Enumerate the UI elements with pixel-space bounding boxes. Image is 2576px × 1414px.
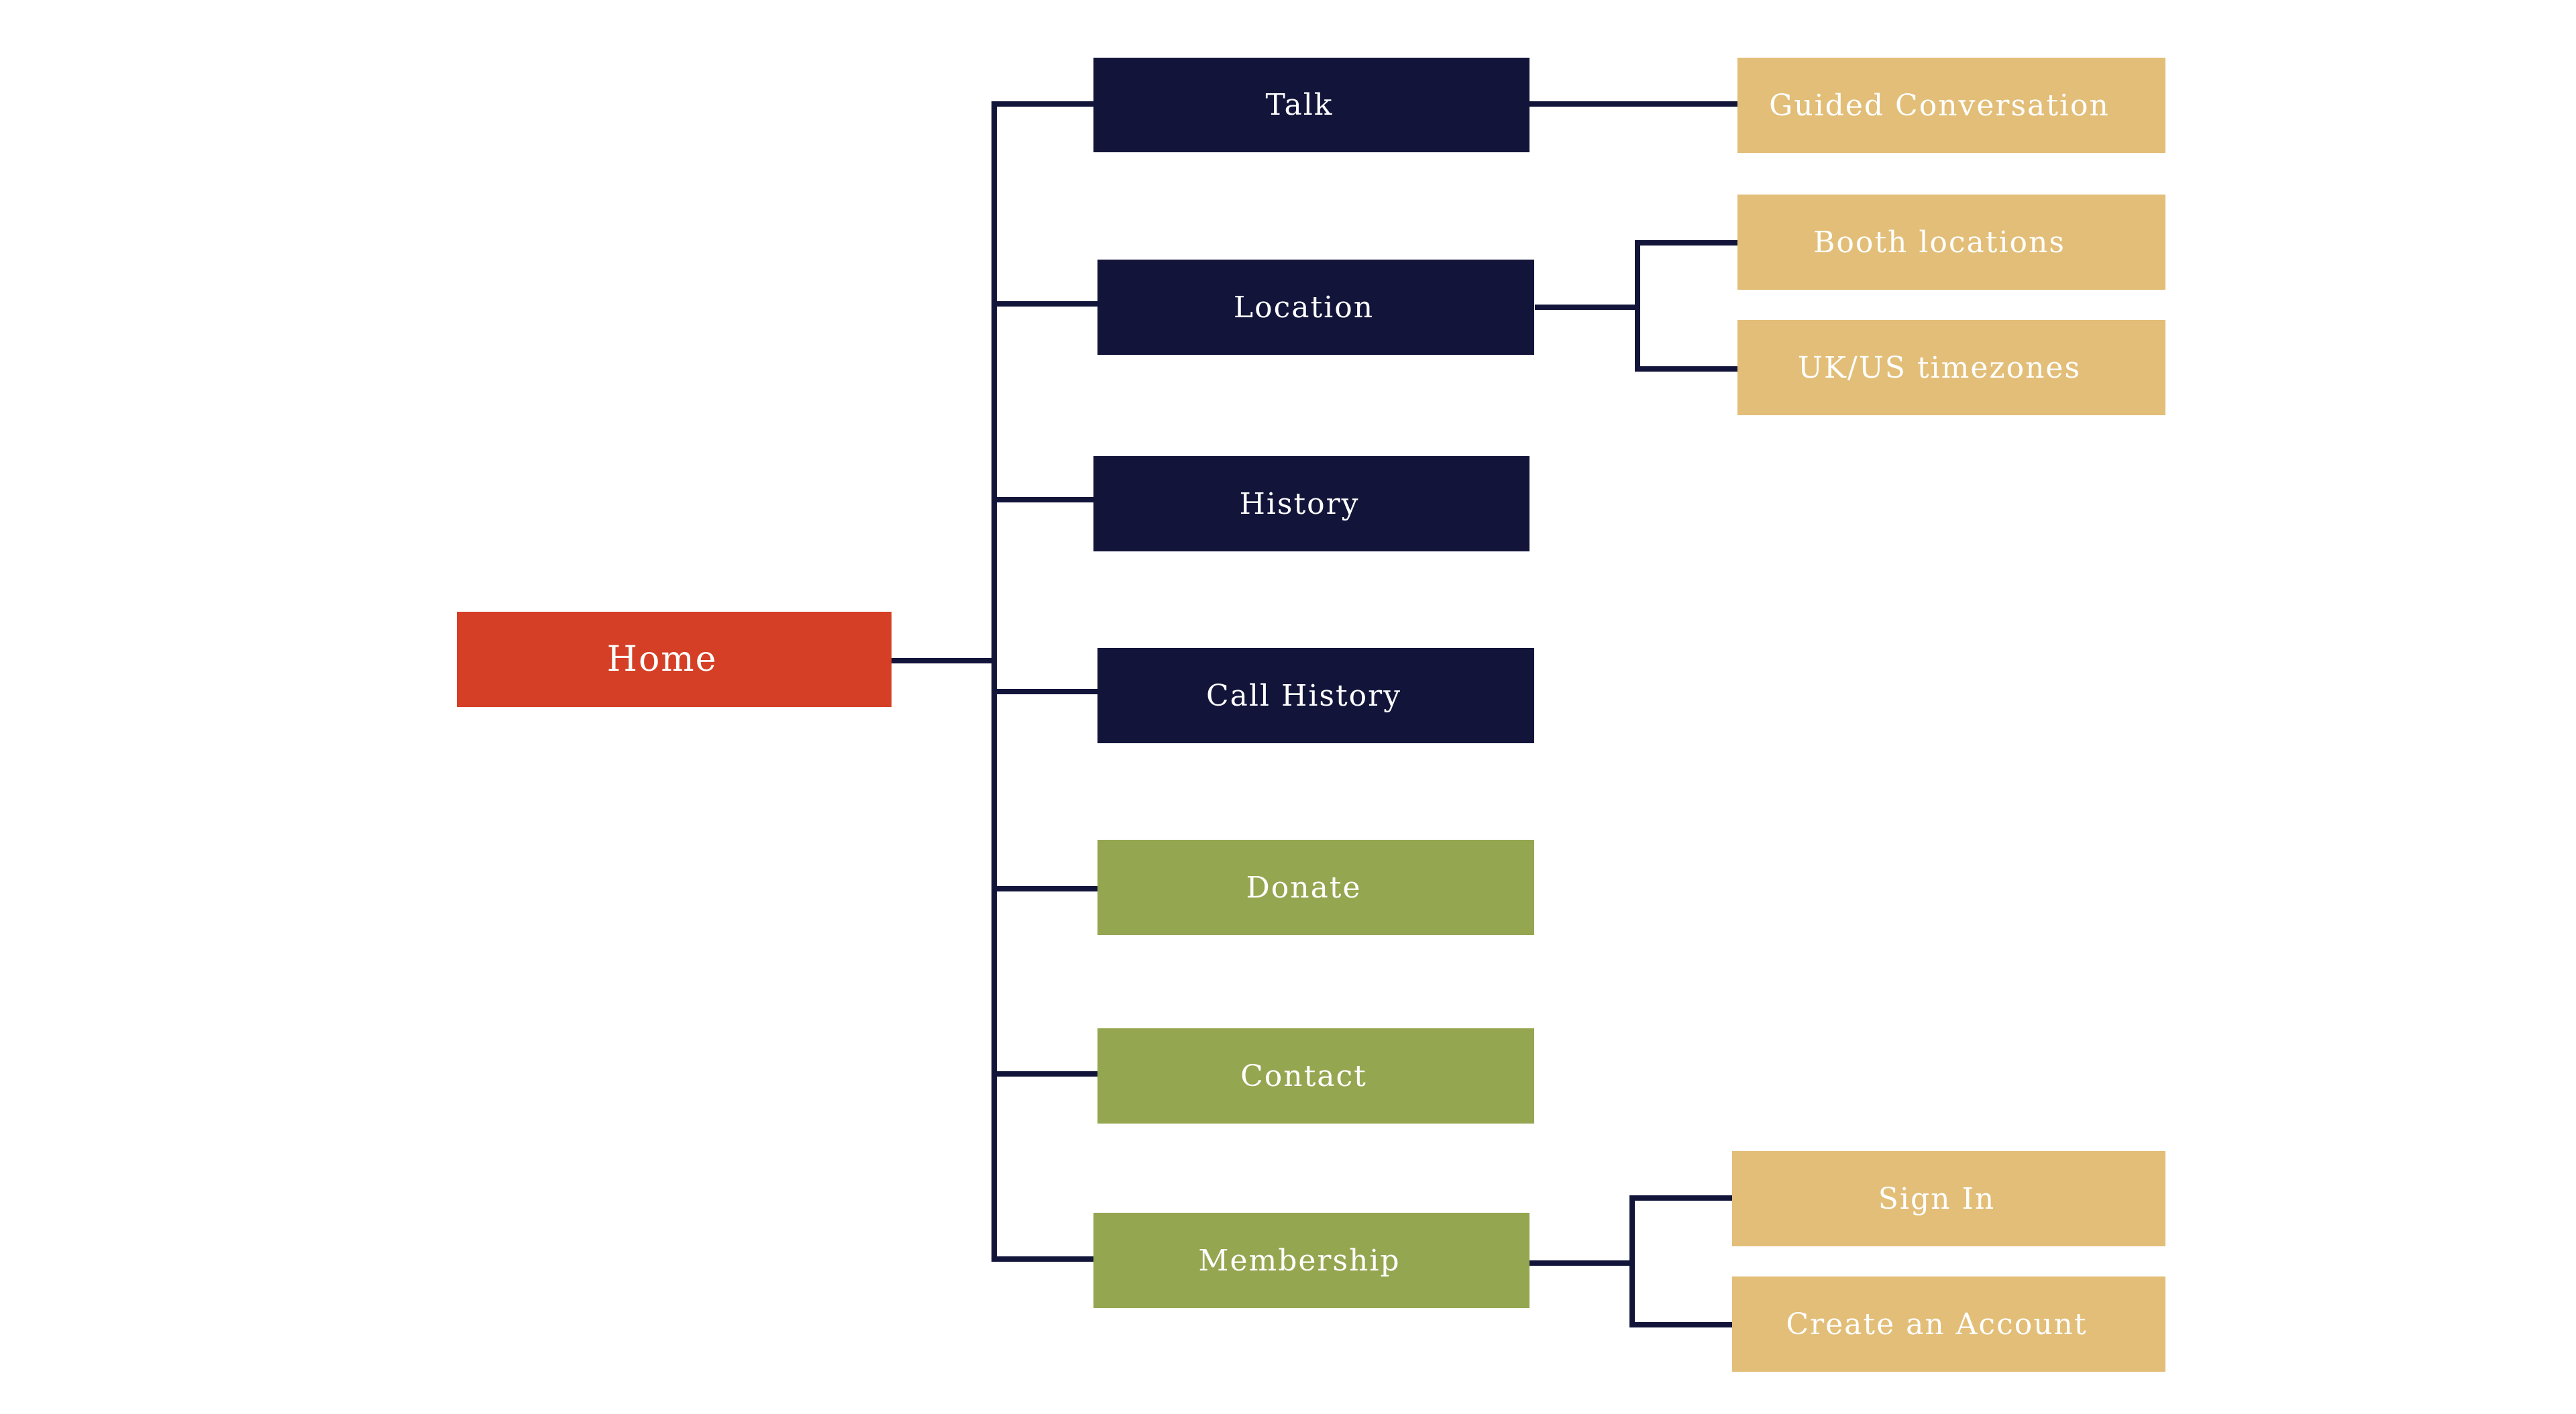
call-history-label: Call History xyxy=(1205,678,1402,713)
location-label: Location xyxy=(1233,290,1375,325)
donate-label: Donate xyxy=(1246,870,1362,905)
call-history-node[interactable]: Call History xyxy=(1097,648,1534,743)
sign-in-node[interactable]: Sign In xyxy=(1732,1151,2165,1246)
guided-conversation-node[interactable]: Guided Conversation xyxy=(1737,58,2165,153)
sign-in-label: Sign In xyxy=(1878,1181,1996,1216)
history-label: History xyxy=(1239,486,1360,521)
uk-us-timezones-label: UK/US timezones xyxy=(1797,350,2082,385)
booth-locations-label: Booth locations xyxy=(1813,225,2065,260)
history-node[interactable]: History xyxy=(1093,456,1529,551)
create-account-label: Create an Account xyxy=(1786,1307,2088,1342)
membership-label: Membership xyxy=(1198,1243,1401,1278)
contact-node[interactable]: Contact xyxy=(1097,1028,1534,1124)
talk-label: Talk xyxy=(1265,88,1334,122)
home-node[interactable]: Home xyxy=(457,612,892,707)
donate-node[interactable]: Donate xyxy=(1097,840,1534,935)
uk-us-timezones-node[interactable]: UK/US timezones xyxy=(1737,320,2165,415)
guided-conversation-label: Guided Conversation xyxy=(1769,88,2110,123)
location-node[interactable]: Location xyxy=(1097,260,1534,355)
booth-locations-node[interactable]: Booth locations xyxy=(1737,195,2165,290)
connector-membership-bracket xyxy=(1529,1195,1732,1327)
talk-node[interactable]: Talk xyxy=(1093,58,1529,152)
connector-location-bracket xyxy=(1535,240,1737,372)
create-account-node[interactable]: Create an Account xyxy=(1732,1276,2165,1372)
membership-node[interactable]: Membership xyxy=(1093,1213,1529,1308)
contact-label: Contact xyxy=(1240,1058,1367,1093)
home-label: Home xyxy=(606,639,718,679)
